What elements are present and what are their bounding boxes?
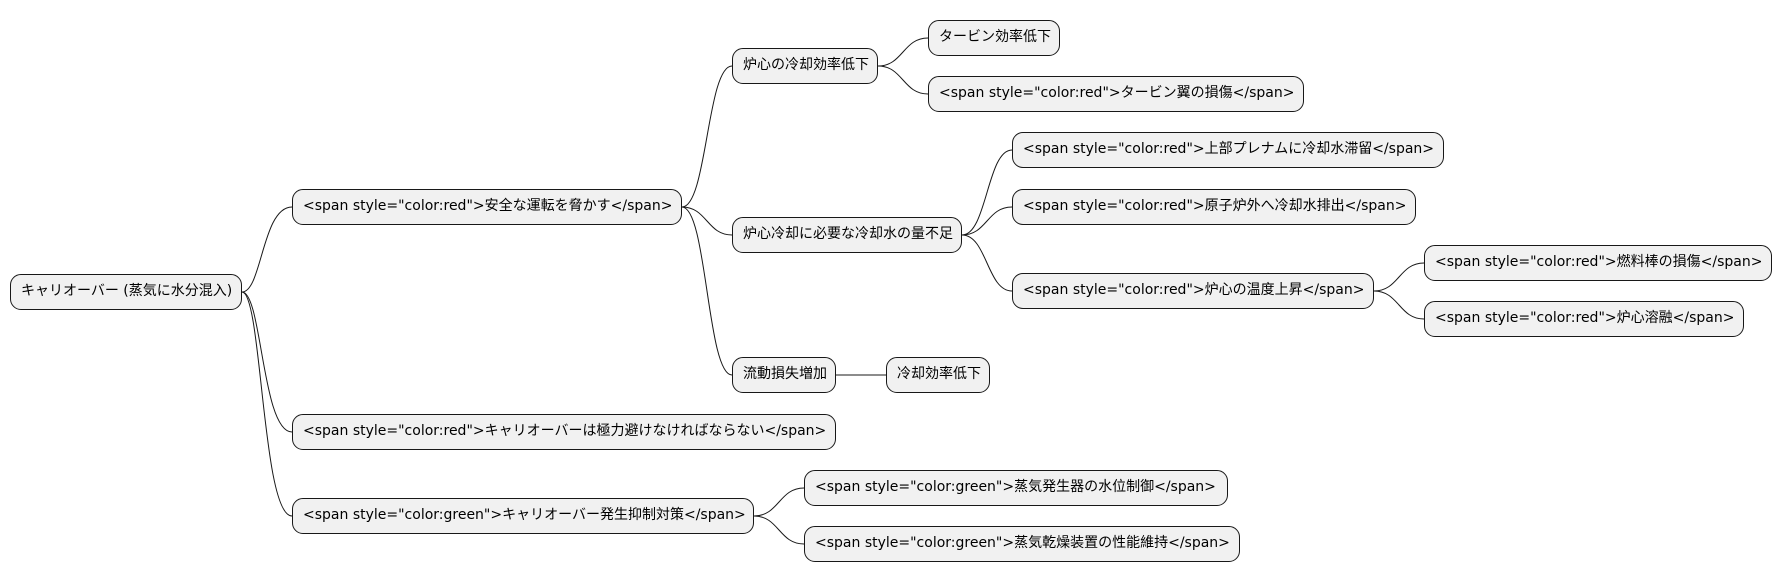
edge-core-cooling-turbine-blade	[877, 65, 929, 95]
node-meltdown: <span style="color:red">炉心溶融</span>	[1424, 301, 1744, 337]
edge-core-cooling-turbine-eff	[877, 37, 929, 67]
edge-countermeasure-water-level	[753, 487, 805, 517]
edge-safety-flow-loss	[681, 206, 733, 376]
node-dryer: <span style="color:green">蒸気乾燥装置の性能維持</s…	[804, 526, 1240, 562]
node-avoid: <span style="color:red">キャリオーバーは極力避けなければ…	[292, 414, 836, 450]
edge-coolant-short-core-temp	[961, 234, 1013, 292]
node-fuel-rod: <span style="color:red">燃料棒の損傷</span>	[1424, 245, 1772, 281]
node-turbine-blade: <span style="color:red">タービン翼の損傷</span>	[928, 76, 1304, 112]
node-countermeasure: <span style="color:green">キャリオーバー発生抑制対策<…	[292, 498, 754, 534]
edge-safety-core-cooling	[681, 65, 733, 208]
node-flow-loss: 流動損失増加	[732, 357, 836, 393]
node-safety: <span style="color:red">安全な運転を脅かす</span>	[292, 189, 682, 225]
edge-safety-coolant-short	[681, 206, 733, 236]
edge-countermeasure-dryer	[753, 515, 805, 545]
edge-core-temp-meltdown	[1373, 290, 1425, 320]
node-root: キャリオーバー (蒸気に水分混入)	[10, 274, 242, 310]
node-core-cooling: 炉心の冷却効率低下	[732, 48, 878, 84]
edge-coolant-short-discharge	[961, 206, 1013, 236]
node-discharge: <span style="color:red">原子炉外へ冷却水排出</span…	[1012, 189, 1416, 225]
node-turbine-eff: タービン効率低下	[928, 20, 1060, 56]
node-core-temp: <span style="color:red">炉心の温度上昇</span>	[1012, 273, 1374, 309]
node-water-level: <span style="color:green">蒸気発生器の水位制御</sp…	[804, 470, 1228, 506]
edge-coolant-short-plenum	[961, 149, 1013, 236]
node-cooling-eff: 冷却効率低下	[886, 357, 990, 393]
edge-root-safety	[241, 206, 293, 293]
edge-core-temp-fuel-rod	[1373, 262, 1425, 292]
edge-root-avoid	[241, 291, 293, 433]
node-coolant-short: 炉心冷却に必要な冷却水の量不足	[732, 217, 962, 253]
edge-root-countermeasure	[241, 291, 293, 517]
node-upper-plenum: <span style="color:red">上部プレナムに冷却水滞留</sp…	[1012, 132, 1444, 168]
